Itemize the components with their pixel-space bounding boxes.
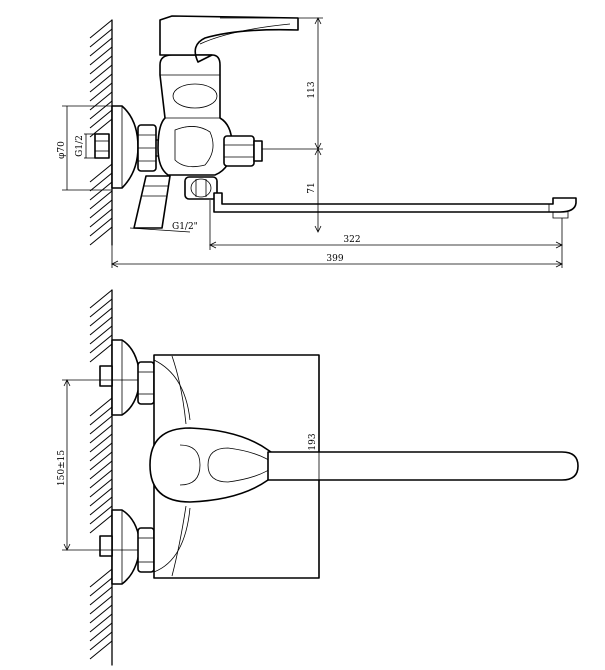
dim-overall-width: 193 — [308, 433, 318, 450]
wall-hatch-line — [89, 451, 113, 471]
side-spout-swivel — [184, 176, 218, 200]
side-spout — [213, 192, 577, 219]
wall-hatch-line — [89, 190, 113, 210]
wall-hatch-line — [89, 64, 113, 84]
wall-hatch-line — [89, 37, 113, 57]
wall-hatch-line — [89, 109, 113, 129]
wall-hatch-line — [89, 505, 113, 525]
wall-hatch-line — [89, 613, 113, 633]
wall-hatch-line — [89, 46, 113, 66]
wall-hatch-line — [89, 433, 113, 453]
dim-inlet-thread: G1/2 — [75, 135, 85, 157]
wall-hatch-line — [89, 226, 113, 246]
wall-hatch-line — [89, 487, 113, 507]
wall-hatch-line — [89, 406, 113, 426]
side-hex-nut — [137, 124, 157, 172]
dim-flange-diameter: φ70 — [57, 141, 67, 159]
wall-hatch-line — [89, 163, 113, 183]
top-lower-flange — [99, 509, 155, 585]
wall-hatch-line — [89, 181, 113, 201]
wall-hatch-line — [89, 307, 113, 327]
wall-hatch-line — [89, 91, 113, 111]
wall-hatch-line — [89, 298, 113, 318]
side-handle-lever — [159, 15, 299, 63]
wall-hatch-line — [89, 604, 113, 624]
wall-hatch-line — [89, 334, 113, 354]
side-wall-flange — [111, 105, 139, 189]
wall-hatch-line — [89, 82, 113, 102]
dim-overall-length: 399 — [326, 254, 343, 264]
wall-hatch-line — [89, 73, 113, 93]
wall-hatch-line — [89, 199, 113, 219]
side-view: 113 71 322 399 φ70 G1/2 G1/2" — [57, 15, 577, 268]
top-dimension-lines — [62, 355, 320, 578]
wall-hatch-line — [89, 424, 113, 444]
wall-hatch-line — [89, 19, 113, 39]
top-view: 150±15 193 — [57, 289, 579, 666]
wall-hatch-line — [89, 622, 113, 642]
side-outlet-nut — [223, 135, 263, 167]
wall-hatch-line — [89, 55, 113, 75]
side-faucet-body — [157, 54, 233, 176]
wall-hatch-line — [89, 478, 113, 498]
top-wall — [89, 289, 113, 666]
wall-hatch-line — [89, 586, 113, 606]
dim-spout-reach: 322 — [343, 235, 360, 245]
wall-hatch-line — [89, 469, 113, 489]
wall-hatch-line — [89, 208, 113, 228]
side-diverter-outlet — [129, 175, 191, 233]
wall-hatch-line — [89, 397, 113, 417]
wall-hatch-line — [89, 289, 113, 309]
wall-hatch-line — [89, 343, 113, 363]
side-wall — [89, 19, 113, 246]
wall-hatch-line — [89, 568, 113, 588]
wall-hatch-line — [89, 631, 113, 651]
dim-height-bottom: 71 — [307, 182, 317, 193]
wall-hatch-line — [89, 595, 113, 615]
wall-hatch-line — [89, 100, 113, 120]
side-dimension-lines — [62, 17, 563, 268]
dim-height-top: 113 — [307, 81, 317, 98]
wall-hatch-line — [89, 316, 113, 336]
wall-hatch-line — [89, 460, 113, 480]
top-upper-flange — [99, 339, 155, 416]
wall-hatch-line — [89, 415, 113, 435]
top-spout — [267, 451, 579, 481]
wall-hatch-line — [89, 514, 113, 534]
wall-hatch-line — [89, 577, 113, 597]
wall-hatch-line — [89, 217, 113, 237]
side-inlet-stub — [94, 133, 110, 159]
wall-hatch-line — [89, 442, 113, 462]
wall-hatch-line — [89, 640, 113, 660]
wall-hatch-line — [89, 325, 113, 345]
dim-outlet-thread: G1/2" — [172, 222, 198, 232]
wall-hatch-line — [89, 172, 113, 192]
wall-hatch-line — [89, 496, 113, 516]
dim-inlet-spacing: 150±15 — [57, 450, 67, 486]
wall-hatch-line — [89, 28, 113, 48]
